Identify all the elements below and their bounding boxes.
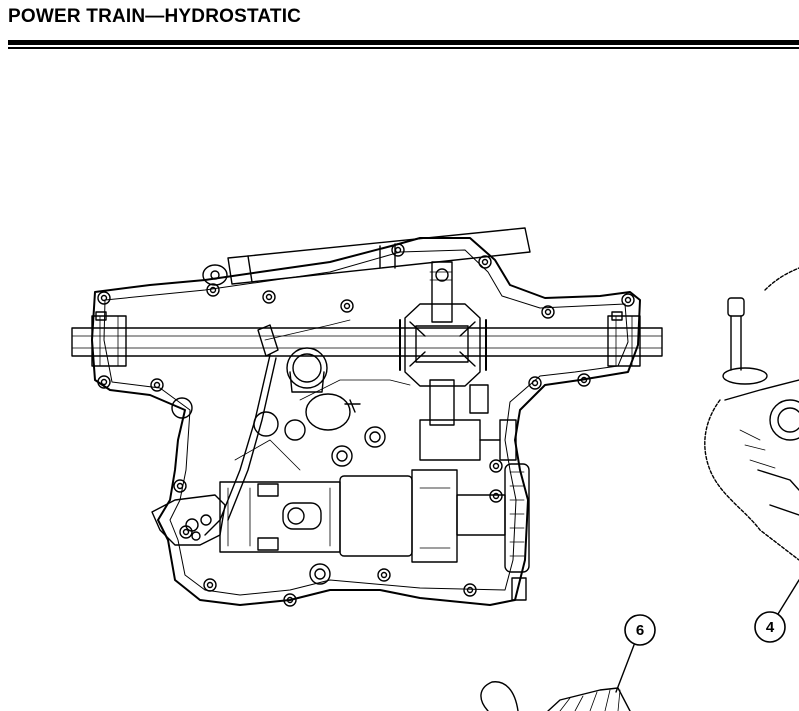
drain-fitting [309, 563, 527, 601]
callout-6: 6 [615, 614, 656, 693]
callout-4-label: 4 [766, 619, 775, 636]
pump-valve-body [219, 419, 530, 573]
header-rule-thin [8, 47, 799, 49]
differential-gears [399, 261, 489, 426]
lower-component-partial [480, 681, 631, 711]
callout-4: 4 [754, 579, 799, 643]
upper-tube [202, 227, 531, 286]
left-linkage-arm [151, 494, 226, 546]
housing-outline [91, 237, 641, 606]
right-component-partial [704, 267, 799, 561]
callout-6-label: 6 [636, 622, 644, 639]
section-title: POWER TRAIN—HYDROSTATIC [8, 6, 302, 27]
header-rule-thick [8, 40, 799, 45]
axle-shaft [71, 311, 663, 367]
control-linkage [171, 319, 411, 536]
